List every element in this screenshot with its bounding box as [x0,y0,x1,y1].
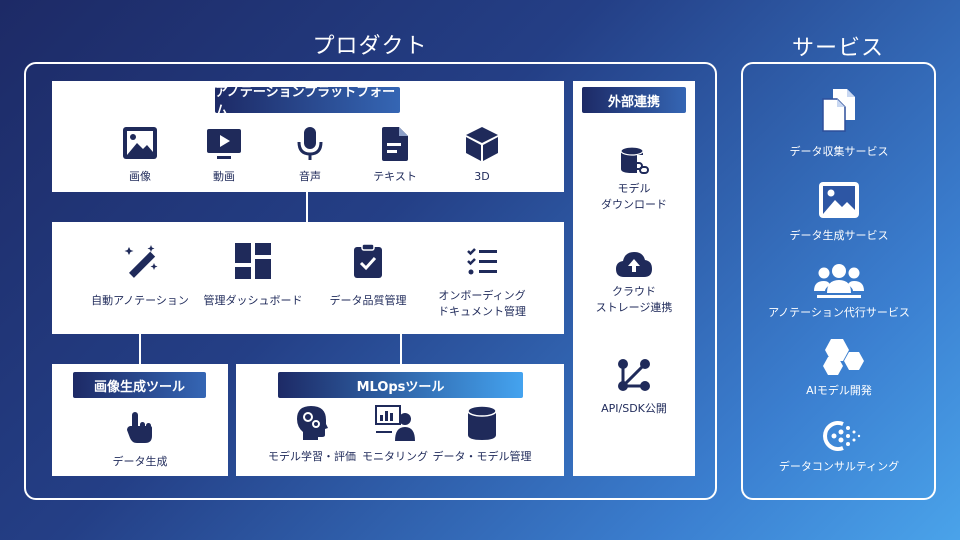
platform-item-video: 動画 [194,128,254,185]
video-icon [207,129,241,159]
image-icon [819,182,859,218]
platform-item-3d: 3D [452,126,512,185]
magic-wand-icon [124,245,158,278]
platform-title: アノテーションプラットフォーム [215,85,400,119]
service-item-label: データ収集サービス [789,145,889,158]
platform-item-audio: 音声 [280,126,340,185]
external-title: 外部連携 [582,87,686,113]
consulting-icon [823,421,861,451]
service-item-label: データコンサルティング [778,460,900,473]
mlops-item-label: モデル学習・評価 [268,450,356,463]
service-item-label: アノテーション代行サービス [768,306,910,319]
platform-item-label: 音声 [299,170,321,183]
mlops-item-training: モデル学習・評価 [262,405,362,465]
image-icon [123,127,157,159]
image-gen-item-data-generation: データ生成 [90,410,190,470]
dashboard-icon [235,243,271,279]
service-title: サービス [791,36,884,61]
external-item-api-sdk: API/SDK公開 [584,357,684,417]
feature-item-label: オンボーディング ドキュメント管理 [438,289,526,318]
image-gen-title: 画像生成ツール [73,372,206,398]
cloud-upload-icon [616,252,652,277]
service-frame [741,62,936,500]
copy-files-icon [822,89,855,132]
head-gears-icon [297,406,328,440]
mlops-title: MLOpsツール [278,372,523,398]
monitoring-icon [375,405,415,441]
feature-item-dashboard: 管理ダッシュボード [203,243,303,309]
external-item-label: クラウド ストレージ連携 [595,285,673,314]
product-frame [24,62,717,500]
mlops-item-data-model-management: データ・モデル管理 [430,405,534,465]
image-gen-item-label: データ生成 [112,455,168,468]
hexagons-icon [823,339,864,375]
hand-pointer-icon [127,412,152,443]
features-panel [52,222,564,334]
platform-item-image: 画像 [110,126,170,185]
feature-item-onboarding: オンボーディング ドキュメント管理 [432,247,532,320]
product-title: プロダクト [312,34,428,59]
cube-icon [466,127,498,161]
checklist-icon [467,248,497,275]
people-group-icon [814,264,864,298]
platform-item-label: 画像 [129,170,151,183]
feature-item-auto-annotation: 自動アノテーション [90,243,190,309]
document-icon [382,127,408,161]
connector-features-imagegen [139,334,141,364]
clipboard-check-icon [354,243,382,278]
service-item-data-generation: データ生成サービス [743,181,935,244]
service-item-label: データ生成サービス [789,229,889,242]
service-item-data-consulting: データコンサルティング [743,418,935,475]
feature-item-label: 自動アノテーション [91,294,189,307]
service-item-annotation-outsourcing: アノテーション代行サービス [743,263,935,321]
share-nodes-icon [618,359,650,391]
external-item-label: モデル ダウンロード [601,182,667,211]
feature-item-label: データ品質管理 [329,294,407,307]
external-item-label: API/SDK公開 [601,402,667,415]
connector-platform-features [306,192,308,222]
feature-item-quality: データ品質管理 [318,243,418,309]
platform-item-text: テキスト [363,126,427,185]
connector-features-mlops [400,334,402,364]
feature-item-label: 管理ダッシュボード [203,294,303,307]
platform-item-label: 3D [474,170,490,183]
service-item-data-collection: データ収集サービス [743,88,935,160]
database-icon [467,405,497,440]
platform-item-label: テキスト [373,170,417,183]
database-link-icon [620,146,649,174]
mlops-item-label: モニタリング [362,450,428,463]
external-item-cloud-storage: クラウド ストレージ連携 [584,250,684,316]
external-item-model-download: モデル ダウンロード [584,145,684,213]
mlops-item-label: データ・モデル管理 [432,450,532,463]
service-item-label: AIモデル開発 [806,384,872,397]
microphone-icon [297,127,323,160]
platform-item-label: 動画 [213,170,235,183]
mlops-item-monitoring: モニタリング [345,405,445,465]
service-item-ai-model-development: AIモデル開発 [743,337,935,399]
